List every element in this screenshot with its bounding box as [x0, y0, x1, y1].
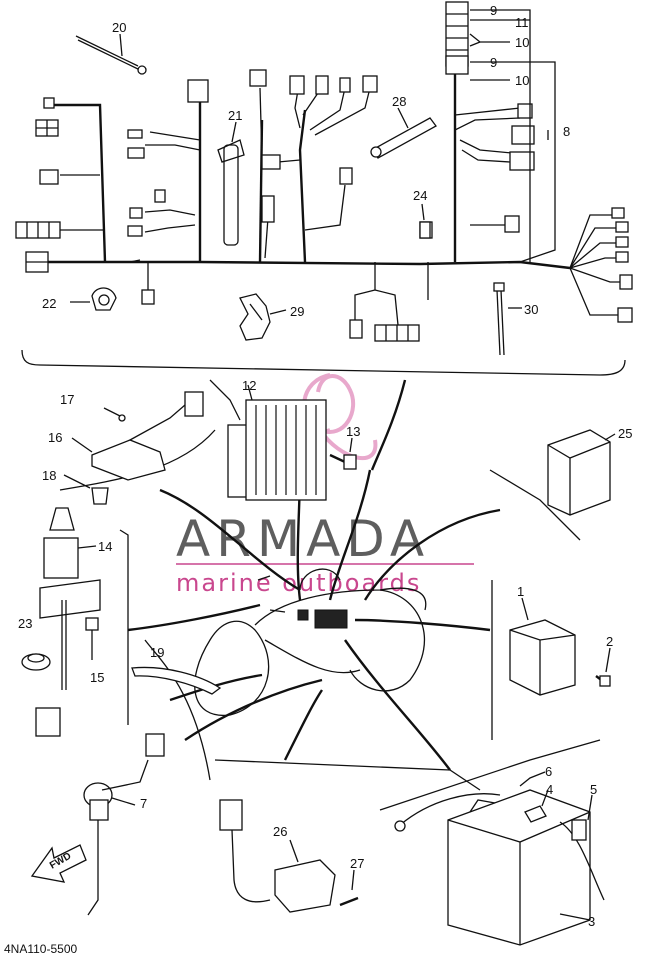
callout-21: 21 [228, 108, 242, 123]
drawing-code: 4NA110-5500 [4, 942, 77, 956]
part-7-sensor [83, 733, 165, 916]
callout-24: 24 [413, 188, 427, 203]
callout-30: 30 [524, 302, 538, 317]
callout-28: 28 [392, 94, 406, 109]
callout-16: 16 [48, 430, 62, 445]
part-22-clip [70, 287, 117, 311]
part-14-main-switch [35, 507, 101, 737]
part-24-grommet [419, 203, 431, 239]
callout-19: 19 [150, 645, 164, 660]
callout-1: 1 [517, 584, 524, 599]
part-13-bolt [329, 437, 357, 470]
part-25-relay [547, 429, 616, 516]
part-12-rectifier [227, 384, 327, 501]
callout-labels: 20 9 11 10 9 10 21 28 8 24 22 29 30 12 1… [18, 3, 632, 929]
callout-11: 11 [515, 15, 529, 30]
callout-7: 7 [140, 796, 147, 811]
watermark: ARMADA marine outboards [176, 373, 474, 597]
motorcycle-outline [194, 568, 427, 716]
callout-10-mid: 10 [515, 73, 529, 88]
part-4-terminal [524, 789, 549, 823]
part-15-bolt [85, 617, 99, 660]
callout-9-top: 9 [490, 3, 497, 18]
part-16-bracket [71, 391, 204, 481]
callout-5: 5 [590, 782, 597, 797]
part-18-grommet [63, 474, 109, 505]
fwd-arrow: FWD [30, 844, 87, 883]
callout-20: 20 [112, 20, 126, 35]
part-1-starter-relay [509, 597, 576, 696]
callout-22: 22 [42, 296, 56, 311]
callout-15: 15 [90, 670, 104, 685]
callout-23: 23 [18, 616, 32, 631]
part-20-tie-strap [75, 33, 147, 75]
part-19-band [131, 666, 222, 695]
callout-9-mid: 9 [490, 55, 497, 70]
part-21-band [217, 121, 245, 246]
callout-25: 25 [618, 426, 632, 441]
callout-12: 12 [242, 378, 256, 393]
callout-4: 4 [546, 782, 553, 797]
watermark-brand: ARMADA [176, 510, 430, 568]
part-2-bolt [595, 647, 611, 687]
part-26-lean-sensor [219, 799, 336, 913]
callout-8: 8 [563, 124, 570, 139]
part-3-battery [447, 789, 591, 946]
callout-27: 27 [350, 856, 364, 871]
callout-2: 2 [606, 634, 613, 649]
part-30-tie [493, 282, 522, 356]
part-23-clamp [21, 653, 51, 671]
callout-29: 29 [290, 304, 304, 319]
part-17-screw [103, 407, 126, 422]
callout-10-top: 10 [515, 35, 529, 50]
callout-13: 13 [346, 424, 360, 439]
callout-3: 3 [588, 914, 595, 929]
callout-17: 17 [60, 392, 74, 407]
callout-6: 6 [545, 764, 552, 779]
part-27-bolt [339, 869, 359, 907]
callout-18: 18 [42, 468, 56, 483]
callout-14: 14 [98, 539, 112, 554]
part-6-battery-cable [394, 771, 546, 832]
callout-26: 26 [273, 824, 287, 839]
upper-group-brace [21, 349, 626, 376]
part-29-clip [239, 293, 287, 341]
part-5-cable [559, 794, 605, 901]
part-28-clamp [370, 107, 437, 159]
